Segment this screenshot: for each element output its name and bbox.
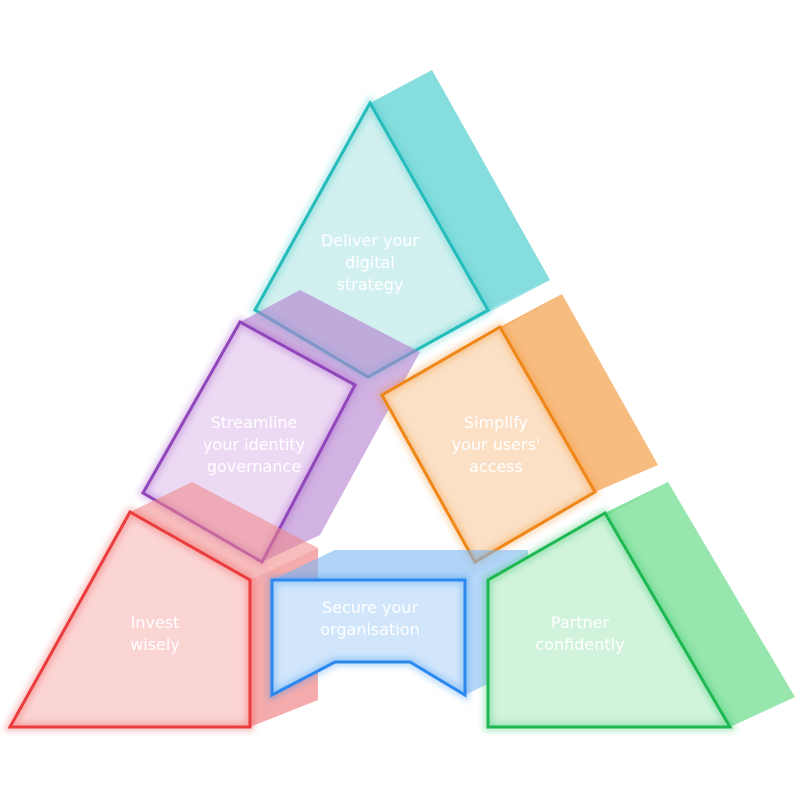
segment-bottom-right xyxy=(484,482,795,731)
segment-upper-right xyxy=(376,294,658,568)
